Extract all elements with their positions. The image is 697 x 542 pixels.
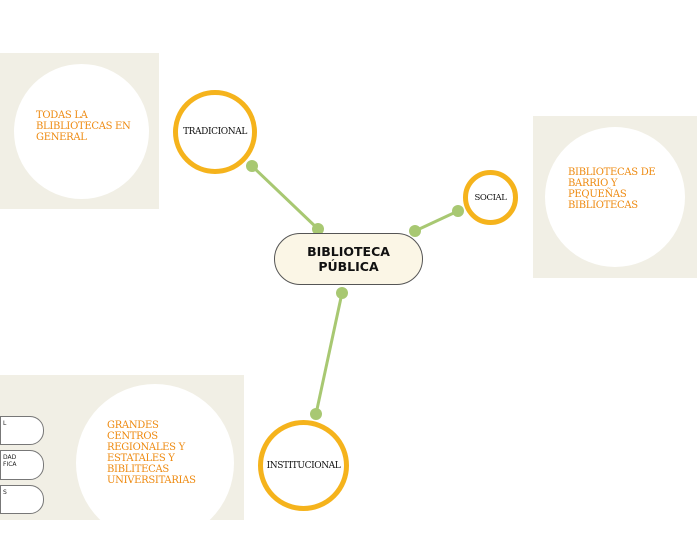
institucional-detail-text: GRANDES CENTROS REGIONALES Y ESTATALES Y… — [107, 420, 196, 486]
link-dot-social-start — [409, 225, 421, 237]
institucional-sub-item[interactable]: DAD FICA — [0, 450, 44, 480]
link-dot-social-end — [452, 205, 464, 217]
institucional-sub-item[interactable]: S — [0, 485, 44, 514]
link-institucional — [314, 292, 344, 415]
tradicional-detail-circle — [14, 64, 149, 199]
link-dot-institucional-start — [336, 287, 348, 299]
social-detail-circle — [545, 127, 685, 267]
node-social[interactable]: SOCIAL — [463, 170, 518, 225]
link-dot-tradicional-end — [246, 160, 258, 172]
link-tradicional — [250, 164, 320, 231]
link-dot-institucional-end — [310, 408, 322, 420]
link-dot-tradicional-start — [312, 223, 324, 235]
social-detail-text: BIBLIOTECAS DE BARRIO Y PEQUEÑAS BIBLIOT… — [568, 167, 656, 211]
tradicional-detail-text: TODAS LA BLIBLIOTECAS EN GENERAL — [36, 110, 131, 143]
institucional-sub-item[interactable]: L — [0, 416, 44, 445]
central-topic[interactable]: BIBLIOTECA PÚBLICA — [274, 233, 423, 285]
institucional-detail-circle — [76, 384, 234, 542]
link-social — [414, 209, 459, 233]
node-tradicional[interactable]: TRADICIONAL — [173, 90, 257, 174]
node-institucional[interactable]: INSTITUCIONAL — [258, 420, 349, 511]
